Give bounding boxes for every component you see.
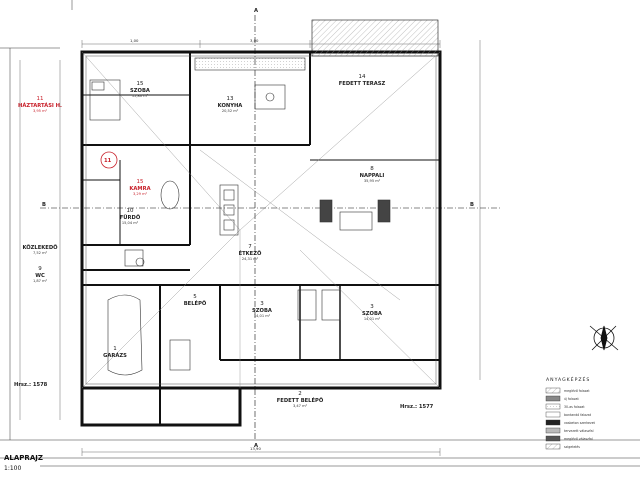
dim-top-2: 3,00 — [250, 38, 259, 43]
legend-item-label: meglévő válaszfal — [564, 437, 593, 441]
legend-swatch — [545, 427, 561, 434]
room-num: 2 — [298, 391, 302, 397]
dimension-lines — [19, 40, 481, 456]
room-area: 14,01 m² — [254, 314, 271, 318]
room-num: 14 — [359, 74, 366, 80]
section-a-bottom: A — [254, 443, 258, 449]
room-num: 5 — [193, 294, 197, 300]
room-name: WC — [35, 273, 45, 279]
room-area: 3,29 m² — [133, 192, 148, 196]
room-tag-circle-label: 11 — [104, 158, 112, 164]
room-area: 7,52 m² — [33, 251, 48, 255]
room-num: 10 — [127, 208, 134, 214]
room-num: 3 — [370, 304, 374, 310]
room-name: FEDETT BELÉPŐ — [277, 396, 324, 404]
roof-lines — [81, 51, 441, 389]
room-name: BELÉPŐ — [184, 299, 207, 307]
dim-top-1: 1,00 — [130, 38, 139, 43]
north-arrow-icon — [589, 325, 619, 351]
legend-swatch — [545, 443, 561, 450]
dim-bottom: 13,90 — [250, 446, 261, 451]
hrsz-right: Hrsz.: 1577 — [400, 404, 434, 410]
room-name: ÉTKEZŐ — [239, 249, 262, 257]
room-area: 35,95 m² — [364, 179, 381, 183]
room-num: 15 — [137, 179, 144, 185]
legend-title: ANYAGKÉPZÉS — [546, 375, 590, 383]
room-name: KAMRA — [129, 186, 150, 192]
room-num: 8 — [370, 166, 374, 172]
room-name: FÜRDŐ — [120, 214, 141, 221]
legend-item-label: 30-as falazat — [564, 405, 585, 409]
room-name: SZOBA — [362, 311, 382, 317]
legend-swatch — [545, 411, 561, 418]
room-num: 11 — [37, 96, 44, 102]
section-lines — [40, 15, 500, 440]
room-name: KÖZLEKEDŐ — [22, 244, 58, 251]
legend-item-label: vasbeton szerkezet — [564, 421, 596, 425]
legend-item-label: tervezett válaszfal — [564, 429, 594, 433]
room-name: GARÁZS — [103, 352, 127, 359]
legend: ANYAGKÉPZÉS meglévő falazat új falazat 30-… — [545, 375, 596, 450]
room-tag-circle — [100, 151, 118, 169]
room-area: 15,80 m² — [132, 94, 149, 98]
room-name: SZOBA — [130, 88, 150, 94]
room-name: SZOBA — [252, 308, 272, 314]
room-name: HÁZTARTÁSI H. — [18, 102, 62, 109]
room-area: 15,04 m² — [122, 221, 139, 225]
section-b-left: B — [42, 202, 46, 208]
room-area: 3,95 m² — [33, 109, 48, 113]
room-area: 14,01 m² — [364, 317, 381, 321]
room-area: 3,47 m² — [293, 404, 308, 408]
legend-swatch — [545, 403, 561, 410]
room-num: 13 — [227, 96, 234, 102]
section-a-top: A — [254, 8, 258, 14]
legend-swatch — [545, 395, 561, 402]
legend-swatch — [545, 419, 561, 426]
furniture — [89, 57, 391, 376]
plan-scale: 1:100 — [4, 465, 21, 472]
room-name: FEDETT TERASZ — [339, 81, 386, 87]
room-area: 20,52 m² — [222, 109, 239, 113]
plan-title: ALAPRAJZ — [4, 454, 43, 462]
section-b-right: B — [470, 202, 474, 208]
room-num: 1 — [113, 346, 117, 352]
room-num: 3 — [260, 301, 264, 307]
legend-swatch — [545, 435, 561, 442]
room-num: 7 — [248, 244, 252, 250]
room-num: 9 — [38, 266, 42, 272]
legend-item-label: bontandó falazat — [564, 413, 592, 417]
room-num: 15 — [137, 81, 144, 87]
room-name: KONYHA — [218, 103, 243, 109]
drawing-frame — [0, 0, 640, 467]
room-area: 1,87 m² — [33, 279, 48, 283]
legend-item-label: szigetelés — [564, 445, 580, 449]
hrsz-left: Hrsz.: 1578 — [14, 382, 48, 388]
legend-item-label: új falazat — [564, 397, 579, 401]
walls — [80, 19, 442, 427]
room-name: NAPPALI — [360, 173, 385, 179]
legend-item-label: meglévő falazat — [564, 389, 590, 393]
room-area: 24,31 m² — [242, 257, 259, 261]
legend-swatch — [545, 387, 561, 394]
